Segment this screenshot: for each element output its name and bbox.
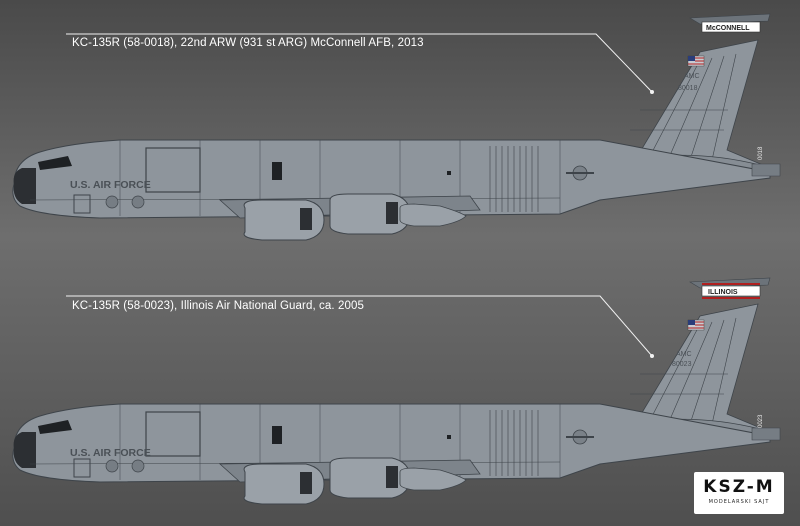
aircraft-1-caption: KC-135R (58-0018), 22nd ARW (931 st ARG)… [72, 37, 424, 49]
aircraft-1-tail-band: McCONNELL [706, 25, 750, 32]
ksz-m-logo: KSZ-M MODELARSKI SAJT [694, 472, 784, 514]
aircraft-1-rudder-code: 0018 [758, 146, 764, 160]
aircraft-2-leader-dot [650, 354, 654, 358]
aircraft-2-tail-command: AMC [676, 351, 692, 358]
logo-sub-text: MODELARSKI SAJT [708, 499, 770, 505]
aircraft-2-fuselage-marking: U.S. AIR FORCE [70, 447, 151, 459]
aircraft-1-leader-dot [650, 90, 654, 94]
aircraft-2-caption: KC-135R (58-0023), Illinois Air National… [72, 300, 364, 312]
logo-main-text: KSZ-M [703, 477, 775, 497]
aircraft-2-profile: U.S. AIR FORCE ILLINOIS AMC 80023 0023 [11, 277, 782, 505]
aircraft-2-leader-line [66, 295, 653, 357]
aircraft-2-tail-band: ILLINOIS [708, 289, 738, 296]
aircraft-1-tail-serial: 80018 [678, 85, 698, 92]
aircraft-2-rudder-code: 0023 [758, 414, 764, 428]
aircraft-1-tail-command: AMC [684, 73, 700, 80]
aircraft-1-fuselage-marking: U.S. AIR FORCE [70, 179, 151, 191]
aircraft-1-profile: U.S. AIR FORCE McCONNELL AMC 80018 0018 [11, 13, 782, 241]
aircraft-1-leader-line [66, 33, 653, 93]
aircraft-2-tail-serial: 80023 [672, 361, 692, 368]
